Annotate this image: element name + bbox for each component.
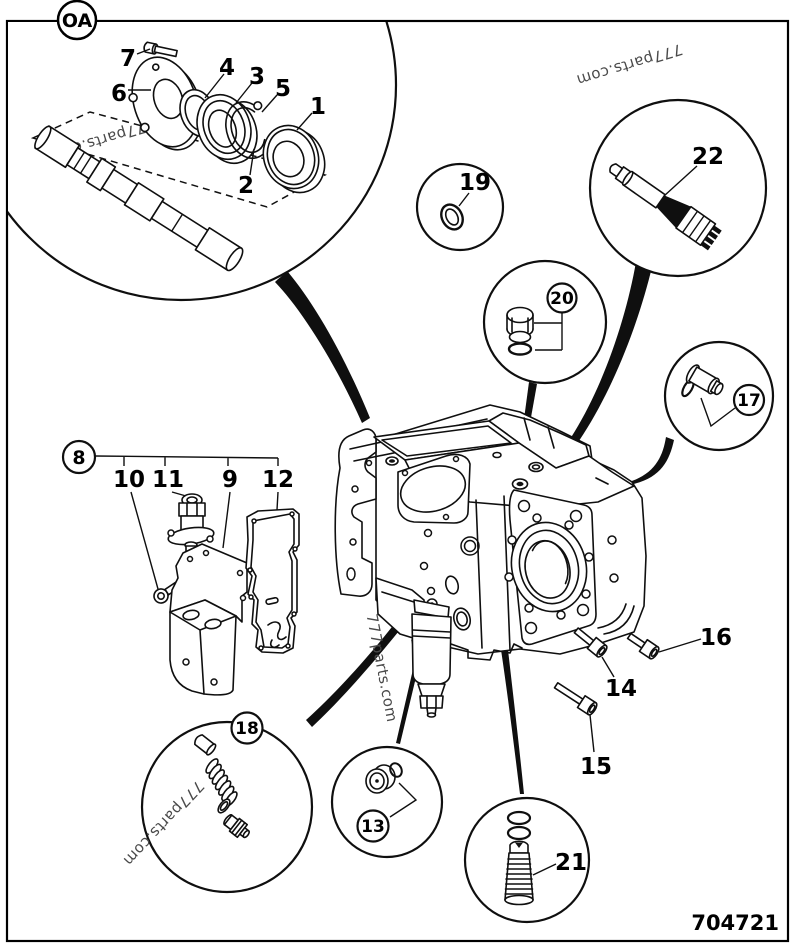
- solenoid-valve-11: [167, 493, 215, 553]
- cartridge-21: [504, 840, 534, 906]
- part-label-22: 22: [692, 144, 724, 170]
- part-label-11: 11: [152, 467, 184, 493]
- balloon-13: 13: [330, 745, 444, 859]
- part-label-3: 3: [249, 64, 265, 90]
- part-label-13: 13: [361, 817, 385, 837]
- part-label-10: 10: [113, 467, 145, 493]
- gasket-12: [245, 508, 300, 654]
- part-label-16: 16: [700, 625, 732, 651]
- part-label-21: 21: [555, 850, 587, 876]
- pump-body: [334, 404, 647, 718]
- balloon-20: 20: [482, 259, 608, 385]
- bolt-15: 15: [553, 681, 612, 780]
- lip-seal: [262, 124, 326, 194]
- filter-cartridge: [411, 599, 452, 718]
- valve-poppet: [194, 734, 217, 756]
- leader-21: [500, 641, 524, 794]
- origin-badge: OA: [56, 0, 98, 41]
- pump-main-bore: [510, 521, 588, 613]
- part-label-2: 2: [238, 173, 254, 199]
- drive-shaft: [34, 125, 244, 272]
- balloon-17: 17: [663, 340, 775, 452]
- part-label-18: 18: [235, 719, 259, 739]
- valve-washer: [217, 798, 231, 814]
- part-label-8: 8: [72, 447, 85, 469]
- part-label-14: 14: [605, 676, 637, 702]
- leader-main-detail: [275, 272, 370, 423]
- valve-seat: [223, 814, 250, 839]
- part-label-15: 15: [580, 754, 612, 780]
- dashed-reference-box: [30, 111, 327, 208]
- bracket-9: [169, 543, 248, 696]
- solenoid-sensor: [609, 163, 722, 251]
- watermark-text: 777parts.com: [574, 40, 684, 89]
- part-label-12: 12: [262, 467, 294, 493]
- leader-22: [543, 262, 652, 480]
- drawing-part-code: 704721: [691, 911, 779, 935]
- leader-17: [600, 437, 674, 488]
- group-8-kit: 8 10 11 9 12: [61, 439, 300, 696]
- part-label-5: 5: [275, 76, 291, 102]
- plug-17: [685, 364, 724, 396]
- part-label-7: 7: [120, 46, 136, 72]
- drawing-border: [5, 19, 790, 943]
- hex-plug-20: [506, 306, 534, 356]
- shaft-seal-detail-balloon: 777parts.com: [8, 22, 398, 302]
- balloon-18: 777parts.com 18: [120, 711, 314, 894]
- origin-badge-label: OA: [62, 10, 93, 32]
- balloon-19: 19: [415, 162, 505, 252]
- valve-spring: [205, 758, 238, 807]
- seal-plate-screw: [143, 41, 178, 58]
- balloon-21: 21: [463, 796, 591, 924]
- o-ring-19: [440, 203, 464, 231]
- leader-18: [306, 601, 419, 727]
- part-label-4: 4: [219, 55, 235, 81]
- bolt-14: 14: [573, 627, 637, 702]
- part-label-19: 19: [459, 170, 491, 196]
- part-label-17: 17: [737, 391, 761, 411]
- part-label-1: 1: [310, 94, 326, 120]
- part-label-9: 9: [222, 467, 238, 493]
- bolt-16: 16: [626, 625, 732, 660]
- balloon-22: 22: [588, 98, 768, 278]
- part-label-20: 20: [550, 289, 574, 309]
- part-label-6: 6: [111, 81, 127, 107]
- seal-plate: [128, 56, 203, 151]
